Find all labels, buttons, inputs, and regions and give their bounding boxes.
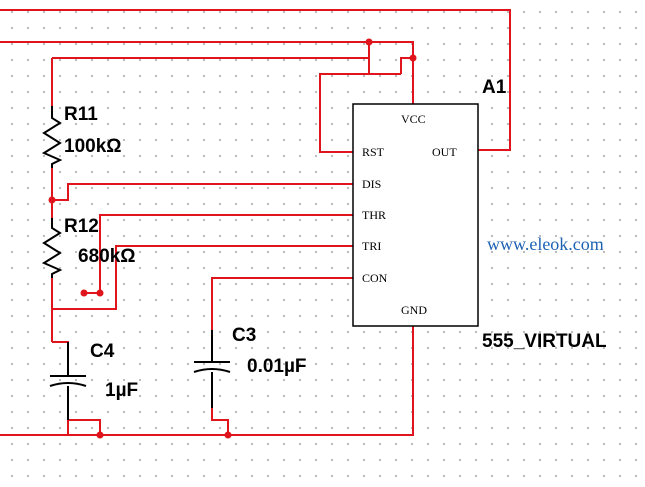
pin-dis-label: DIS xyxy=(362,177,382,191)
junction-dot xyxy=(96,431,104,439)
junction-dot xyxy=(224,431,232,439)
wire-thr xyxy=(84,214,353,294)
r11-resistor-icon xyxy=(41,106,63,168)
junction-dot xyxy=(409,54,417,62)
c4-ref-label: C4 xyxy=(90,341,115,362)
wire-gnd-rail xyxy=(0,326,414,436)
watermark-text: www.eleok.com xyxy=(487,234,604,254)
r12-resistor-icon xyxy=(41,218,63,278)
pin-thr-label: THR xyxy=(362,208,386,222)
r12-ref-label: R12 xyxy=(64,216,99,237)
junctions xyxy=(48,38,417,439)
pin-tri-label: TRI xyxy=(362,239,382,253)
wire-c3-gnd xyxy=(211,376,229,435)
ic-model-label: 555_VIRTUAL xyxy=(482,331,607,352)
ic-555-body xyxy=(352,103,479,327)
pin-con-label: CON xyxy=(362,271,388,285)
wire-r11-top xyxy=(52,42,370,59)
pin-out-label: OUT xyxy=(432,145,457,159)
pin-rst-label: RST xyxy=(362,145,385,159)
ic-ref-label: A1 xyxy=(482,77,507,98)
wire-out-loop xyxy=(0,9,511,151)
junction-dot xyxy=(96,289,104,297)
c3-ref-label: C3 xyxy=(232,325,257,346)
wire-con xyxy=(211,277,353,362)
wire-vcc-tie xyxy=(400,57,413,74)
wire-c4-top xyxy=(52,341,69,376)
junction-dot xyxy=(365,38,373,46)
r12-value-label: 680kΩ xyxy=(78,246,136,267)
wire-dis xyxy=(52,183,353,201)
c4-value-label: 1µF xyxy=(105,380,139,401)
r11-ref-label: R11 xyxy=(64,104,98,125)
pin-vcc-label: VCC xyxy=(401,112,426,126)
wire-rst-vcc xyxy=(319,42,370,153)
junction-dot xyxy=(48,196,56,204)
wire-vcc-rail xyxy=(0,41,414,104)
pin-gnd-label: GND xyxy=(401,303,427,317)
junction-dot xyxy=(80,289,88,297)
wire-c4-gnd-tie xyxy=(68,419,101,435)
wire-tri xyxy=(52,245,353,310)
c3-capacitor-icon xyxy=(193,330,231,408)
r11-value-label: 100kΩ xyxy=(64,136,122,157)
c4-capacitor-icon xyxy=(49,342,87,420)
c3-value-label: 0.01µF xyxy=(247,356,307,377)
